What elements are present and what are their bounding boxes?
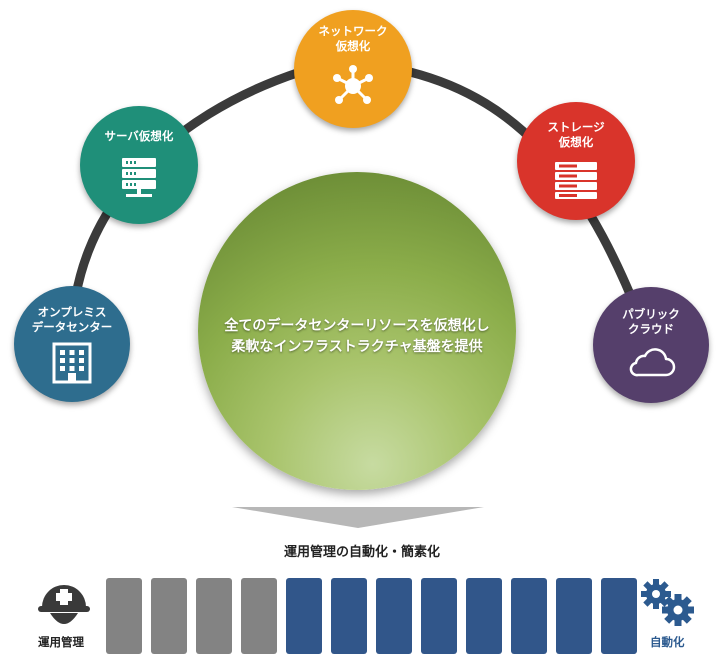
node-network-label: ネットワーク 仮想化 (318, 24, 388, 53)
center-circle: 全てのデータセンターリソースを仮想化し 柔軟なインフラストラクチャ基盤を提供 (198, 172, 516, 490)
network-hub-icon (333, 65, 373, 104)
automated-bar (421, 578, 457, 654)
storage-rack-icon (555, 162, 597, 199)
automated-bar (601, 578, 637, 654)
node-onprem-label: オンプレミス データセンター (31, 305, 113, 334)
node-network-virtualization: ネットワーク 仮想化 (294, 10, 412, 128)
automated-bar (331, 578, 367, 654)
node-onprem-datacenter: オンプレミス データセンター (14, 286, 130, 402)
node-cloud-label: パブリック クラウド (622, 307, 680, 336)
automated-bar (511, 578, 547, 654)
node-storage-virtualization: ストレージ 仮想化 (517, 102, 635, 220)
node-server-label: サーバ仮想化 (104, 129, 174, 143)
building-icon (52, 342, 92, 384)
node-storage-label: ストレージ 仮想化 (547, 120, 605, 149)
operations-right-caption: 自動化 (650, 635, 685, 649)
automated-bar (376, 578, 412, 654)
manual-bar (241, 578, 277, 654)
server-icon (122, 158, 156, 197)
node-server-virtualization: サーバ仮想化 (80, 106, 198, 224)
automated-bar (466, 578, 502, 654)
operations-title: 運用管理の自動化・簡素化 (283, 545, 440, 560)
down-arrow (232, 507, 484, 528)
operations-left-caption: 運用管理 (38, 635, 84, 649)
automated-bar (286, 578, 322, 654)
worker-helmet-icon (38, 585, 90, 624)
automated-bar (556, 578, 592, 654)
center-text: 全てのデータセンターリソースを仮想化し 柔軟なインフラストラクチャ基盤を提供 (224, 318, 490, 355)
manual-bar (151, 578, 187, 654)
cloud-icon (629, 348, 676, 377)
node-public-cloud: パブリック クラウド (593, 287, 709, 403)
gears-icon (641, 579, 694, 626)
manual-bar (196, 578, 232, 654)
manual-bar (106, 578, 142, 654)
